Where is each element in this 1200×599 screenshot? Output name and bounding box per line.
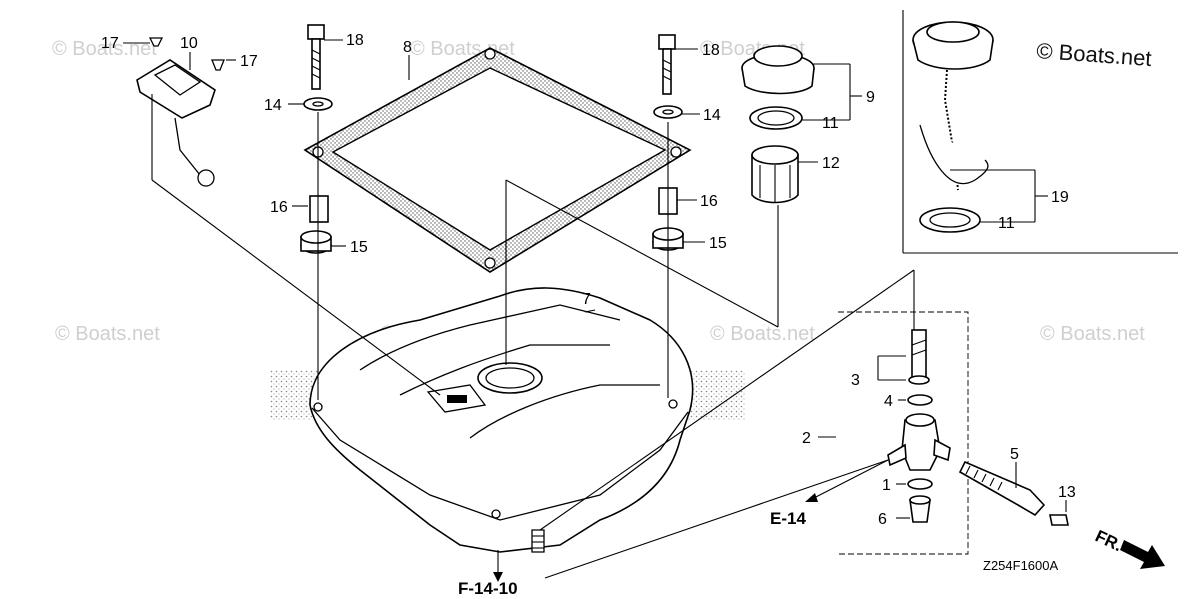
- label-16: 16: [700, 193, 718, 210]
- fuel-gauge: [136, 37, 225, 187]
- label-11: 11: [998, 215, 1015, 232]
- label-12: 12: [822, 155, 840, 172]
- label-15: 15: [350, 239, 368, 256]
- label-5: 5: [1010, 446, 1019, 463]
- front-arrow-icon: [1120, 540, 1165, 569]
- label-17: 17: [101, 35, 119, 52]
- diagram-code: Z254F1600A: [983, 558, 1058, 573]
- label-7: 7: [582, 291, 591, 308]
- label-18: 18: [702, 42, 720, 59]
- valve-subassembly-frame: [838, 311, 969, 555]
- fuel-valve: [887, 329, 1069, 526]
- leader-lines: [123, 39, 1067, 579]
- label-9: 9: [866, 89, 875, 106]
- label-10: 10: [180, 35, 198, 52]
- left-mount-hardware: [300, 24, 333, 254]
- label-2: 2: [802, 430, 811, 447]
- label-3: 3: [851, 372, 860, 389]
- watermark-faint: © Boats.net: [55, 323, 160, 345]
- fuel-cap-assembly: [741, 45, 815, 204]
- reference-arrows: [493, 493, 818, 582]
- inset-frame: [902, 10, 1178, 254]
- watermark-faint: © Boats.net: [1040, 323, 1145, 345]
- direction-label: FR.: [1092, 526, 1125, 555]
- label-18: 18: [346, 32, 364, 49]
- label-15: 15: [709, 235, 727, 252]
- reference-e-14: E-14: [770, 509, 806, 528]
- label-6: 6: [878, 511, 887, 528]
- watermark-main: © Boats.net: [1036, 38, 1153, 71]
- reference-f-14-10: F-14-10: [458, 579, 518, 598]
- label-14: 14: [264, 97, 282, 114]
- watermark-faint: © Boats.net: [710, 323, 815, 345]
- tank-gasket: [303, 47, 692, 273]
- label-16: 16: [270, 199, 288, 216]
- label-11: 11: [822, 115, 839, 132]
- label-13: 13: [1058, 484, 1076, 501]
- label-17: 17: [240, 53, 258, 70]
- label-1: 1: [882, 477, 891, 494]
- label-4: 4: [884, 393, 893, 410]
- part-labels: 17 10 17 18 8 14 16 15 18 14 16 15 9 11 …: [101, 32, 1076, 528]
- label-14: 14: [703, 107, 721, 124]
- label-19: 19: [1051, 189, 1069, 206]
- inset-cap-assembly: [912, 21, 994, 233]
- fuel-tank: [309, 287, 694, 553]
- label-8: 8: [403, 39, 412, 56]
- front-direction-indicator: FR.: [1092, 526, 1165, 569]
- faint-watermarks: © Boats.net © Boats.net © Boats.net © Bo…: [52, 38, 1145, 345]
